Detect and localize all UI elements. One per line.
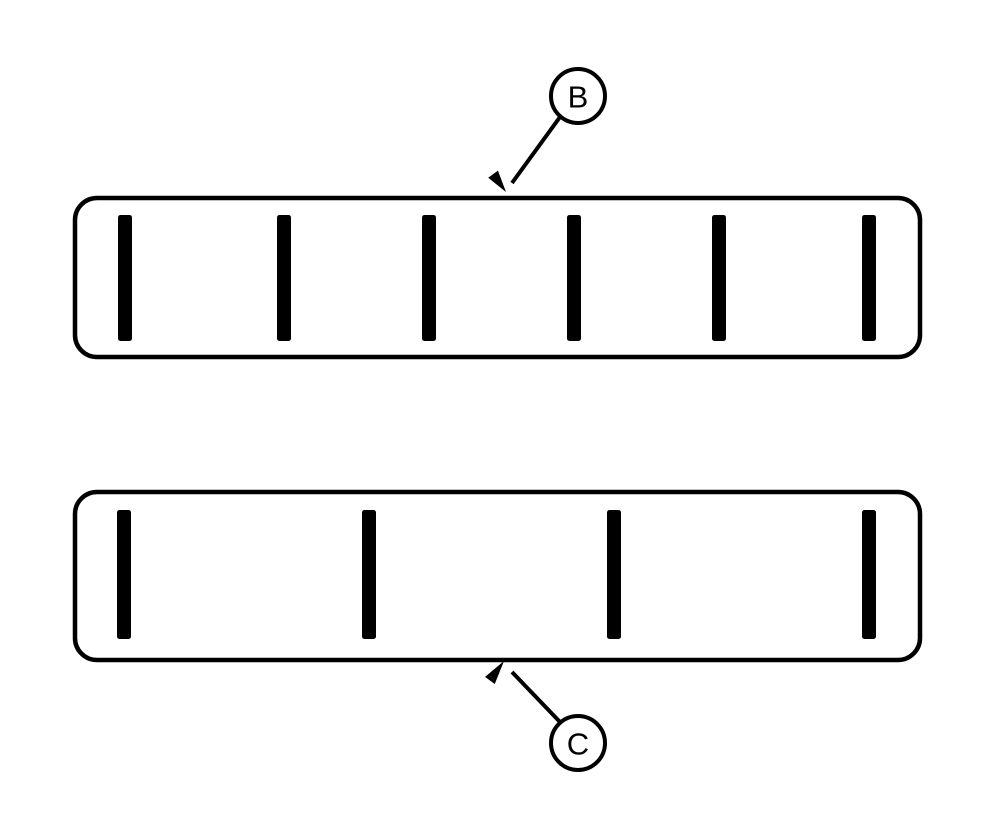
panel-bar [567,215,581,341]
lower-panel-outline [72,489,923,663]
panel-bar [117,510,131,639]
panel-bar [277,215,291,341]
callout-c-group: C [485,661,607,772]
callout-c-circle [549,714,607,772]
panel-bar [362,510,376,639]
callout-b-arrowhead [488,170,506,192]
panel-bar [422,215,436,341]
panel-bar [118,215,132,341]
panel-bar [712,215,726,341]
callout-c-leader-line [510,670,562,724]
callout-b-leader-line [510,115,562,185]
panel-bar [862,215,876,341]
upper-panel-bars [118,215,876,341]
callout-c-arrowhead [485,661,504,684]
lower-panel-bars [117,510,876,639]
upper-panel-outline [72,195,923,360]
lower-panel-group [72,489,923,663]
upper-panel-group [72,195,923,360]
callout-b-label: B [568,80,589,115]
panel-bar [607,510,621,639]
callout-c-label: C [567,727,589,762]
callout-b-group: B [488,67,607,192]
panel-bar [862,510,876,639]
callout-b-circle [549,67,607,125]
